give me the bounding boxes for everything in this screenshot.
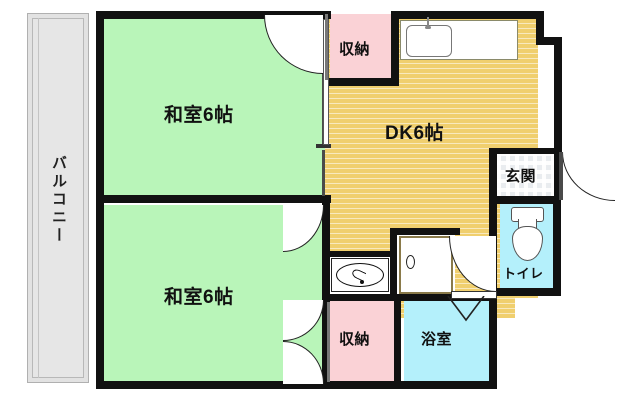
- wall-genkan-top: [489, 148, 562, 154]
- wall-step-horizontal: [536, 11, 544, 44]
- balcony-label: バルコニー: [50, 155, 67, 245]
- door-arc-genkan[interactable]: [562, 152, 615, 201]
- bathroom-door-vee: [447, 296, 485, 322]
- closet-bottom-label: 収納: [339, 331, 371, 348]
- wall-closet-top-right: [391, 11, 399, 86]
- bathroom-door-panel[interactable]: [451, 291, 497, 299]
- wall-dk-right-lower: [489, 148, 497, 198]
- genkan-door-jamb: [559, 152, 563, 200]
- wall-wm-top: [390, 228, 460, 235]
- washitsu-upper-label: 和室6帖: [164, 105, 234, 126]
- closet-top-door-line[interactable]: [325, 14, 328, 80]
- genkan-floor: [497, 152, 559, 198]
- partition-tatami-dk-lower: [322, 150, 325, 196]
- wall-top-right: [396, 11, 543, 19]
- wall-toilet-right: [553, 196, 561, 294]
- wall-step-top: [536, 37, 562, 45]
- wall-right-upper: [554, 37, 562, 155]
- bathroom-floor: [404, 300, 490, 383]
- closet-top-floor: [330, 14, 394, 82]
- closet-bottom-door-line[interactable]: [327, 302, 330, 382]
- sliding-door-marker[interactable]: [316, 144, 331, 148]
- wall-right-bath: [489, 292, 497, 389]
- wall-bottom-left: [96, 381, 331, 389]
- wall-service-top: [325, 251, 393, 257]
- balcony-rail-line: [38, 18, 39, 378]
- kitchen-faucet: [427, 17, 429, 28]
- wall-toilet-top: [489, 196, 561, 204]
- wall-bottom-right: [325, 381, 497, 389]
- kitchen-sink-basin: [406, 25, 452, 57]
- wall-closet-top-bottom: [325, 78, 399, 86]
- wall-wm-left: [390, 228, 397, 296]
- genkan-label: 玄関: [505, 168, 537, 185]
- bathroom-label: 浴室: [421, 331, 453, 348]
- wall-service-bottom: [325, 294, 495, 301]
- closet-top-label: 収納: [339, 41, 371, 58]
- washbasin-drain: [360, 280, 364, 284]
- balcony-inner-rail: [32, 18, 84, 378]
- washitsu-lower-label: 和室6帖: [164, 287, 234, 308]
- washing-machine-drain: [406, 255, 415, 269]
- closet-bottom-floor: [330, 300, 394, 383]
- wall-top-left: [96, 11, 331, 19]
- wall-between-tatami: [96, 195, 331, 203]
- toilet-bowl: [512, 226, 543, 261]
- wall-genkan-right: [554, 148, 562, 200]
- toilet-label: トイレ: [503, 266, 544, 281]
- wall-closet-bottom-right: [394, 300, 401, 389]
- wall-bath-top: [489, 288, 561, 296]
- kitchen-faucet-head: [425, 26, 431, 29]
- dk-label: DK6帖: [385, 123, 445, 144]
